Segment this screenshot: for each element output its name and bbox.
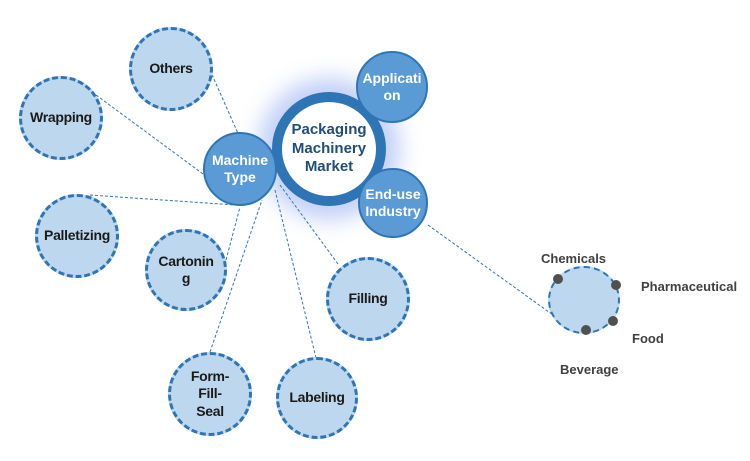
center-node-label: Packaging Machinery Market	[291, 120, 367, 176]
leaf-filling[interactable]: Filling	[326, 257, 410, 341]
beverage-dot	[581, 325, 591, 335]
leaf-others-label: Others	[149, 60, 193, 77]
leaf-labeling[interactable]: Labeling	[276, 357, 358, 439]
leaf-cartoning[interactable]: Cartoning	[145, 229, 227, 311]
label-food: Food	[632, 331, 664, 346]
leaf-form-fill-seal[interactable]: Form-Fill-Seal	[168, 352, 252, 436]
leaf-cartoning-label: Cartoning	[158, 252, 214, 287]
connector-palletizing	[89, 194, 236, 206]
leaf-filling-label: Filling	[348, 290, 388, 307]
label-beverage: Beverage	[560, 362, 619, 377]
leaf-wrapping-label: Wrapping	[30, 109, 92, 126]
connector-others	[209, 69, 241, 139]
leaf-wrapping[interactable]: Wrapping	[19, 76, 103, 160]
hub-end-use-industry[interactable]: End-use Industry	[358, 168, 428, 238]
leaf-others[interactable]: Others	[129, 27, 213, 111]
connector-cartoning	[225, 206, 241, 261]
chemicals-dot	[553, 274, 563, 284]
hub-machine-type-label: Machine Type	[211, 151, 268, 186]
connector-end-use	[427, 224, 554, 316]
label-pharmaceutical: Pharmaceutical	[641, 279, 738, 294]
connector-labeling	[274, 189, 317, 359]
hub-application[interactable]: Application	[356, 51, 428, 123]
leaf-labeling-label: Labeling	[289, 389, 345, 406]
connector-filling	[279, 184, 339, 265]
leaf-palletizing-label: Palletizing	[44, 227, 110, 244]
hub-application-label: Application	[362, 69, 422, 104]
center-node: Packaging Machinery Market	[272, 92, 386, 206]
food-dot	[608, 316, 618, 326]
hub-end-use-industry-label: End-use Industry	[365, 185, 421, 220]
connector-wrapping	[91, 91, 223, 189]
leaf-form-fill-seal-label: Form-Fill-Seal	[190, 367, 230, 419]
leaf-palletizing[interactable]: Palletizing	[35, 194, 119, 278]
hub-machine-type[interactable]: Machine Type	[203, 132, 277, 206]
label-chemicals: Chemicals	[541, 251, 607, 266]
pharmaceutical-dot	[611, 280, 621, 290]
connector-form-fill-seal	[209, 199, 263, 353]
